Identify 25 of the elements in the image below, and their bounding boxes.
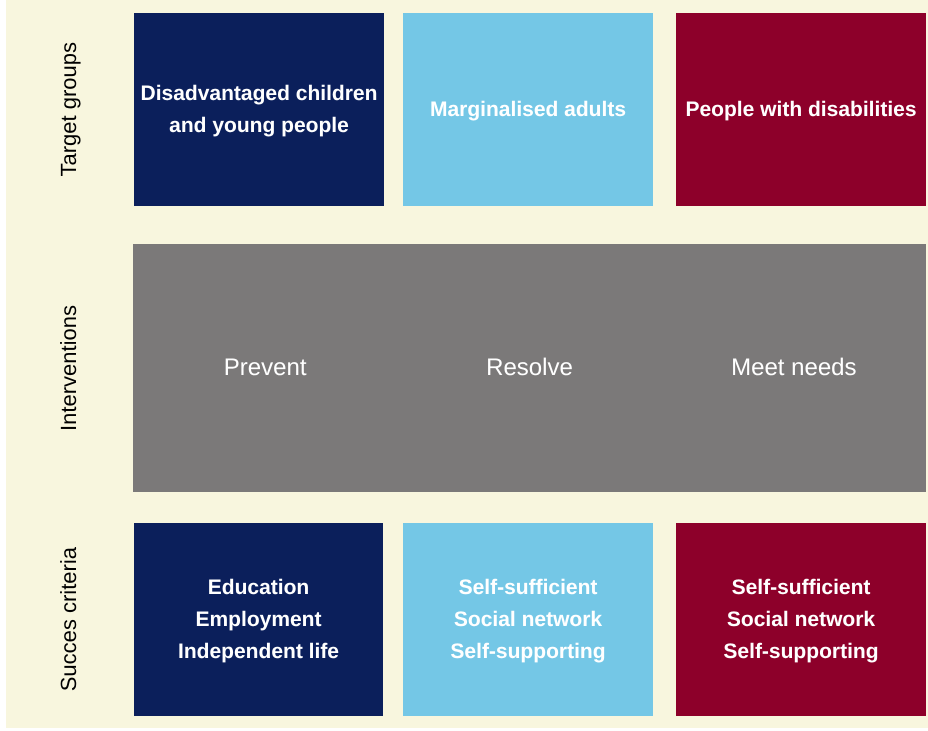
box-text: Marginalised adults (430, 96, 626, 122)
row-label: Interventions (56, 305, 82, 431)
intervention-band (133, 244, 926, 492)
target-group-box (676, 13, 926, 206)
row-label: Succes criteria (56, 547, 82, 692)
criteria-box (134, 523, 383, 716)
intervention-label: Meet needs (730, 353, 858, 383)
criteria-box (676, 523, 926, 716)
box-text: Social network (454, 606, 602, 632)
intervention-label: Prevent (222, 353, 308, 383)
row-label: Target groups (56, 42, 82, 177)
intervention-label: Resolve (485, 353, 574, 383)
box-text: Self-supporting (723, 638, 879, 664)
target-group-box (403, 13, 653, 206)
target-group-box (134, 13, 384, 206)
box-text: Self-supporting (450, 638, 606, 664)
box-text: Employment (195, 606, 322, 632)
box-text: People with disabilities (685, 96, 917, 122)
box-text: Education (208, 574, 310, 600)
box-text: Disadvantaged children and young people (140, 80, 378, 138)
box-text: Independent life (178, 638, 339, 664)
criteria-box (403, 523, 653, 716)
box-text: Self-sufficient (732, 574, 870, 600)
box-text: Social network (726, 606, 876, 632)
box-text: Self-sufficient (458, 574, 598, 600)
